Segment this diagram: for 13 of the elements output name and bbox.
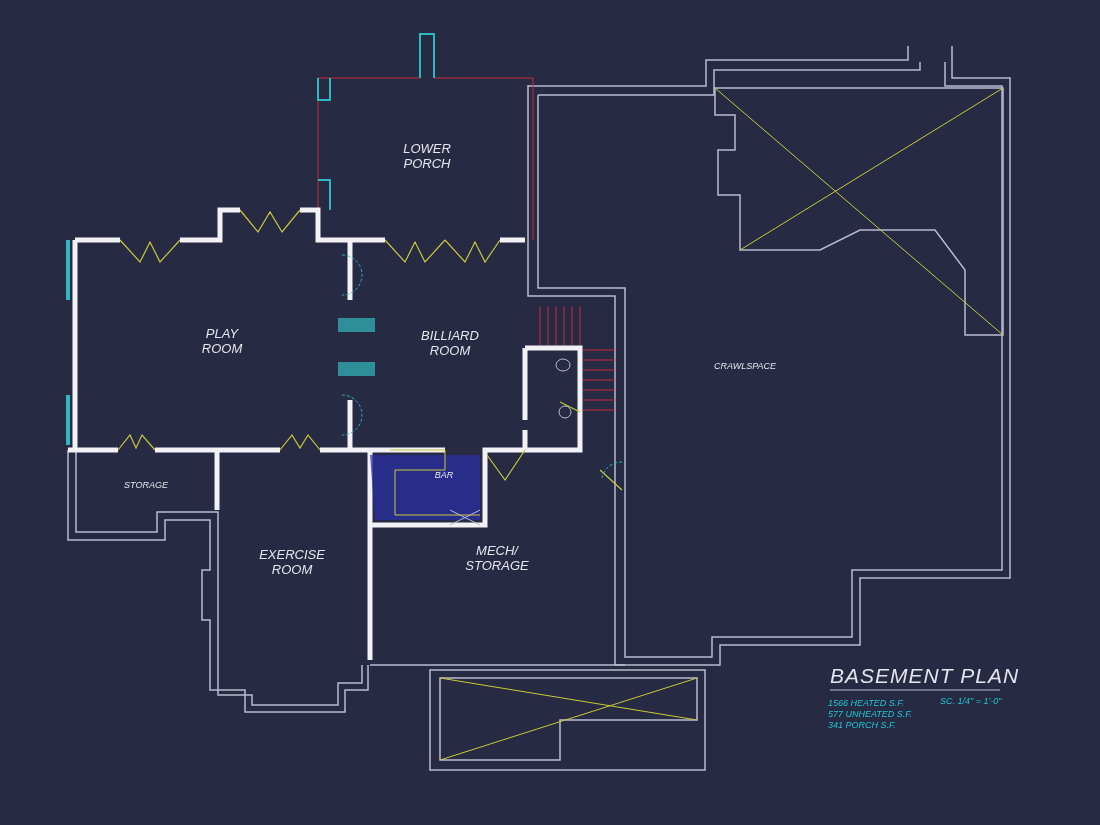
room-label: BILLIARD ROOM (420, 329, 480, 359)
room-label: BAR (433, 469, 455, 481)
room-label: LOWER PORCH (402, 142, 452, 172)
area-note: SC. 1/4" = 1'-0" (940, 696, 1002, 706)
room-label: STORAGE (123, 479, 169, 491)
room-label: PLAY ROOM (200, 327, 244, 357)
area-note: 577 UNHEATED S.F. (828, 709, 913, 719)
room-label: MECH/ STORAGE (464, 544, 530, 574)
room-label: EXERCISE ROOM (258, 548, 326, 578)
plan-title: BASEMENT PLAN (830, 664, 1020, 688)
room-label: CRAWLSPACE (712, 360, 778, 372)
area-note: 341 PORCH S.F. (828, 720, 896, 730)
area-note: 1566 HEATED S.F. (828, 698, 905, 708)
